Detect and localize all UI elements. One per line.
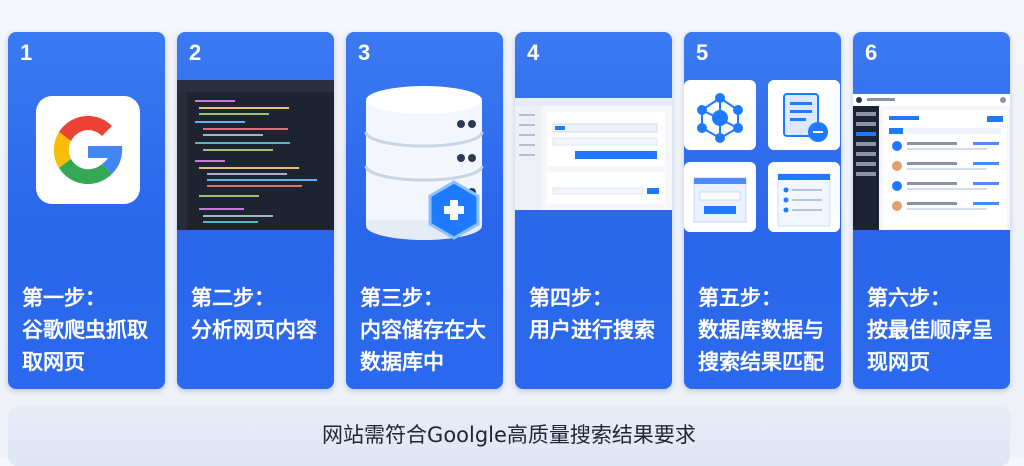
matching-tiles-icon xyxy=(684,80,841,280)
step-card-1: 1 第一步： 谷歌爬虫抓取 取网页 xyxy=(8,32,165,389)
step-caption: 第六步： 按最佳顺序呈 现网页 xyxy=(867,286,993,374)
step-number: 4 xyxy=(527,40,540,65)
google-logo-icon xyxy=(8,80,165,280)
search-form-icon xyxy=(515,80,672,280)
step-card-6: 6 xyxy=(853,32,1010,389)
step-number: 3 xyxy=(358,40,371,65)
step-card-3: 3 第三步： 内容储存在大 数据库中 xyxy=(346,32,503,389)
step-card-2: 2 xyxy=(177,32,334,389)
step-caption: 第一步： 谷歌爬虫抓取 取网页 xyxy=(22,286,148,374)
results-dashboard-icon xyxy=(853,80,1010,280)
requirement-banner: 网站需符合Goolgle高质量搜索结果要求 xyxy=(8,406,1010,466)
requirement-text: 网站需符合Goolgle高质量搜索结果要求 xyxy=(322,423,696,447)
step-number: 1 xyxy=(20,40,33,65)
database-icon xyxy=(346,80,503,280)
step-caption: 第三步： 内容储存在大 数据库中 xyxy=(360,286,486,374)
step-number: 6 xyxy=(865,40,878,65)
step-number: 2 xyxy=(189,40,202,65)
code-editor-icon xyxy=(177,80,334,280)
step-card-4: 4 第四步： 用户进行搜索 xyxy=(515,32,672,389)
step-number: 5 xyxy=(696,40,709,65)
step-caption: 第五步： 数据库数据与 搜索结果匹配 xyxy=(698,286,824,374)
step-caption: 第四步： 用户进行搜索 xyxy=(529,286,655,342)
step-caption: 第二步： 分析网页内容 xyxy=(191,286,317,342)
step-card-5: 5 xyxy=(684,32,841,389)
